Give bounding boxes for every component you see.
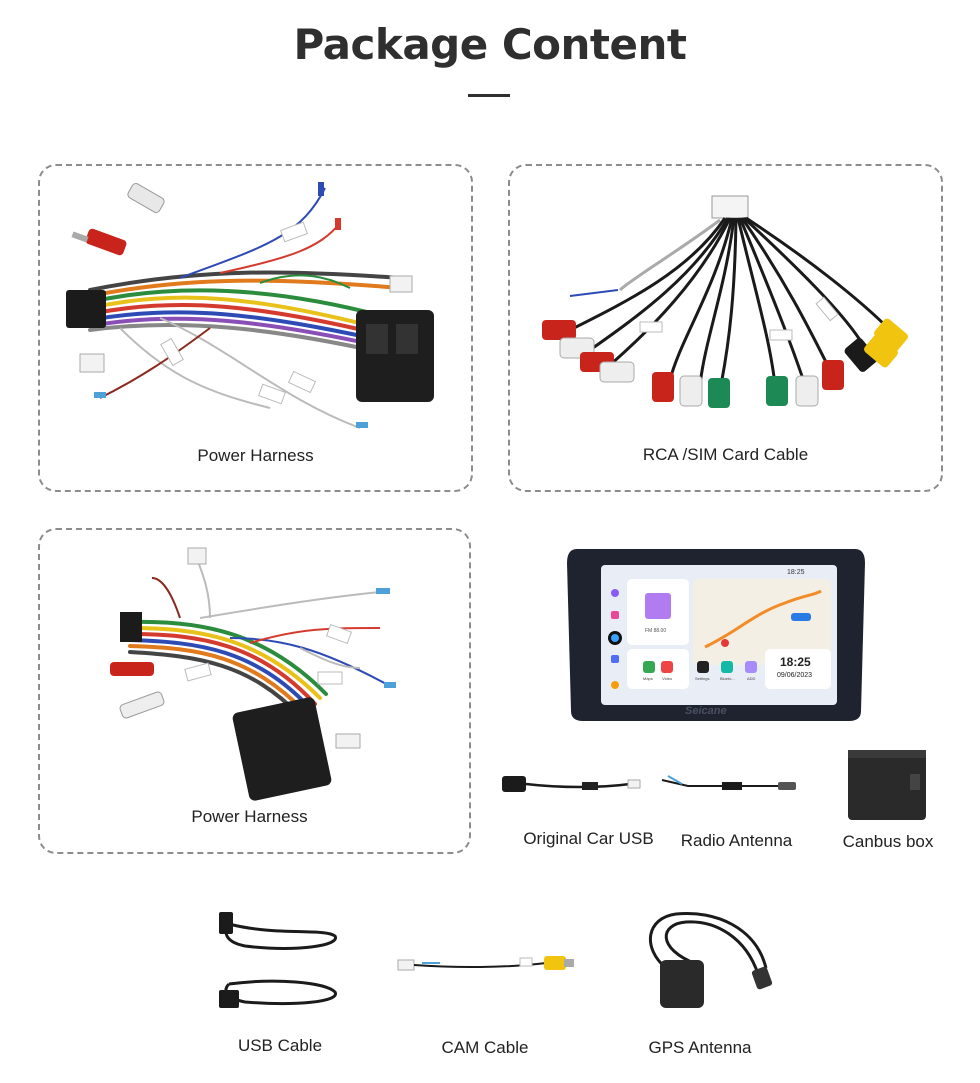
- page-title: Package Content: [293, 20, 687, 69]
- app-label-add[interactable]: ADD: [747, 676, 756, 681]
- clock-time: 18:25: [780, 655, 811, 669]
- rca-sim-cable-card: [508, 164, 943, 492]
- power-harness-2-caption: Power Harness: [191, 807, 308, 826]
- usb-cable-caption: USB Cable: [237, 1036, 323, 1055]
- gps-antenna-image: [649, 911, 773, 1008]
- brand-logo: Seicane: [685, 705, 727, 717]
- head-unit-frame: [567, 549, 865, 721]
- power-harness-1-card: [38, 164, 473, 492]
- app-label-video[interactable]: Video: [662, 676, 673, 681]
- title-underline: [468, 94, 510, 97]
- radio-antenna-image: [661, 775, 796, 790]
- clock-date: 09/06/2023: [777, 672, 813, 679]
- radio-frequency: FM 88.00: [645, 628, 667, 634]
- rca-sim-cable-image: [542, 195, 908, 408]
- wire-tip: [318, 182, 324, 196]
- rca-sim-cable-caption: RCA /SIM Card Cable: [642, 445, 809, 464]
- gps-antenna-caption: GPS Antenna: [648, 1038, 752, 1057]
- head-unit-device: 18:25 FM 88.00 18:25 09/06/2023 Maps Vid…: [565, 543, 868, 723]
- radio-antenna-caption: Radio Antenna: [680, 831, 793, 850]
- app-label-settings[interactable]: Settings: [695, 676, 710, 681]
- cam-cable-caption: CAM Cable: [441, 1038, 529, 1057]
- canbus-box-image: [848, 750, 926, 820]
- power-harness-1-caption: Power Harness: [197, 446, 314, 465]
- app-label-maps[interactable]: Maps: [643, 676, 653, 681]
- status-time: 18:25: [787, 569, 805, 576]
- usb-cable-image: [219, 912, 337, 1008]
- power-harness-2-card: [38, 528, 471, 854]
- power-harness-2-image: [110, 547, 396, 801]
- canbus-box-caption: Canbus box: [842, 832, 934, 851]
- original-car-usb-caption: Original Car USB: [523, 829, 654, 848]
- original-car-usb-image: [502, 776, 641, 792]
- power-harness-1-image: [66, 182, 434, 429]
- app-label-bluetooth[interactable]: Blueto...: [720, 676, 735, 681]
- cam-cable-image: [397, 956, 574, 971]
